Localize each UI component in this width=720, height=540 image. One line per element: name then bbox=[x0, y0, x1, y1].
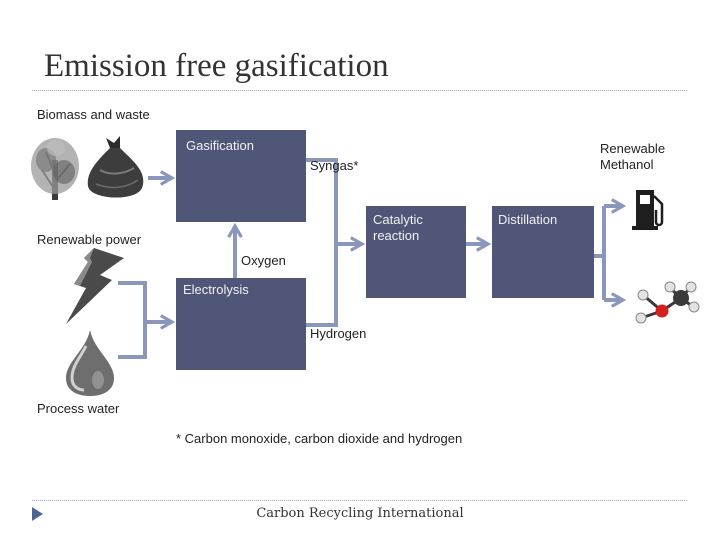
renewable-power-label: Renewable power bbox=[37, 232, 142, 247]
catalytic-box bbox=[366, 206, 466, 298]
biomass-label: Biomass and waste bbox=[37, 107, 150, 122]
trash-bag-icon bbox=[87, 136, 144, 198]
page-title: Emission free gasification bbox=[44, 48, 389, 84]
hydrogen-line bbox=[306, 244, 338, 327]
distillation-label: Distillation bbox=[498, 212, 558, 227]
electrolysis-label: Electrolysis bbox=[183, 282, 249, 297]
syngas-label: Syngas* bbox=[310, 158, 359, 173]
syngas-line bbox=[306, 158, 338, 244]
fuel-pump-icon bbox=[632, 190, 664, 230]
distillation-box bbox=[492, 206, 594, 298]
methanol-molecule-icon bbox=[635, 281, 700, 324]
gasification-box bbox=[176, 130, 306, 222]
tree-icon bbox=[31, 138, 79, 200]
hydrogen-label: Hydrogen bbox=[310, 326, 367, 341]
process-water-label: Process water bbox=[37, 401, 120, 416]
footnote: * Carbon monoxide, carbon dioxide and hy… bbox=[176, 431, 463, 446]
oxygen-label: Oxygen bbox=[241, 253, 286, 268]
water-drop-icon bbox=[66, 330, 114, 396]
gasification-label: Gasification bbox=[186, 138, 254, 153]
footer-text: Carbon Recycling International bbox=[256, 506, 464, 521]
water-arrow bbox=[118, 322, 147, 359]
catalytic-reaction-label: Catalytic reaction bbox=[373, 212, 423, 243]
bullet-arrow-icon bbox=[32, 507, 43, 521]
electrolysis-box bbox=[176, 278, 306, 370]
power-arrow bbox=[118, 281, 176, 330]
renewable-methanol-label: Renewable Methanol bbox=[600, 141, 666, 172]
lightning-icon bbox=[66, 248, 124, 324]
footer-divider bbox=[32, 500, 687, 501]
title-divider bbox=[32, 90, 687, 91]
